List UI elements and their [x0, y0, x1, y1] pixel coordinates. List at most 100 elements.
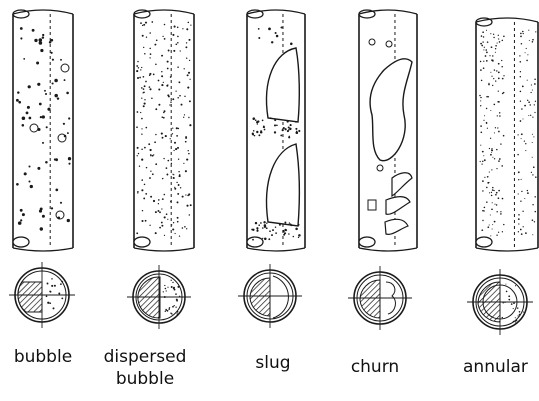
annular-film-bubble-dot: [494, 158, 495, 159]
annular-film-bubble-dot: [533, 136, 534, 137]
annular-film-bubble-dot: [490, 138, 491, 139]
annular-film-bubble-dot: [498, 38, 499, 39]
annular-film-bubble-dot: [534, 104, 535, 105]
slug-flow-illustration: [238, 10, 305, 328]
annular-section-bubble-dot: [515, 321, 516, 322]
bubble-bubble-dot: [40, 49, 43, 52]
annular-film-bubble-dot: [487, 176, 489, 178]
slug-bubble-dot: [290, 43, 293, 46]
annular-film-bubble-dot: [524, 140, 525, 141]
annular-film-bubble-dot: [492, 60, 494, 62]
dispersed-section-bubble-dot: [166, 290, 167, 291]
annular-film-bubble-dot: [521, 179, 522, 180]
bubble-section-bubble-dot: [49, 291, 50, 292]
annular-film-bubble-dot: [535, 176, 537, 178]
dispersed-bubble-dot: [186, 205, 188, 207]
annular-film-bubble-dot: [499, 41, 501, 43]
annular-film-bubble-dot: [483, 36, 484, 37]
annular-film-bubble-dot: [492, 187, 494, 189]
slug-bubble-dot: [280, 26, 282, 28]
dispersed-section-bubble-dot: [175, 293, 177, 295]
label-dispersed-bubble: dispersed bubble: [95, 346, 195, 390]
bubble-bubble-dot: [22, 213, 25, 216]
dispersed-bubble-dot: [141, 189, 143, 191]
dispersed-bubble-dot: [144, 53, 146, 55]
dispersed-bubble-dot: [143, 197, 145, 199]
dispersed-bubble-dot: [149, 177, 151, 179]
slug-wake-bubble-dot: [254, 135, 256, 137]
dispersed-bubble-dot: [162, 178, 163, 179]
annular-film-bubble-dot: [494, 221, 496, 223]
dispersed-pipe-walls: [134, 14, 194, 248]
annular-film-bubble-dot: [502, 231, 503, 232]
annular-film-bubble-dot: [498, 63, 500, 65]
annular-film-bubble-dot: [500, 213, 502, 215]
dispersed-bubble-dot: [150, 53, 152, 55]
annular-film-bubble-dot: [497, 115, 498, 116]
dispersed-bubble-dot: [166, 213, 168, 215]
annular-film-bubble-dot: [532, 157, 533, 158]
annular-film-bubble-dot: [494, 204, 495, 205]
annular-film-bubble-dot: [486, 52, 488, 54]
dispersed-bubble-dot: [154, 141, 156, 143]
dispersed-bubble-dot: [177, 193, 179, 195]
annular-film-bubble-dot: [527, 100, 528, 101]
bubble-bubble-dot: [45, 161, 48, 164]
dispersed-bubble-dot: [172, 133, 173, 134]
bubble-section-bubble-dot: [61, 298, 63, 300]
dispersed-bubble-dot: [162, 198, 164, 200]
dispersed-bubble-dot: [161, 84, 163, 86]
dispersed-section-bubble-dot: [171, 280, 172, 281]
dispersed-bubble-dot: [164, 235, 165, 236]
dispersed-bubble-dot: [142, 210, 143, 211]
annular-film-bubble-dot: [498, 190, 500, 192]
dispersed-bubble-dot: [137, 61, 139, 63]
bubble-large-bubble: [61, 64, 69, 72]
dispersed-bubble-dot: [148, 143, 150, 145]
bubble-bubble-dot: [42, 115, 45, 118]
annular-section-bubble-dot: [505, 284, 506, 285]
annular-film-bubble-dot: [532, 39, 534, 41]
dispersed-bubble-dot: [136, 70, 138, 72]
annular-film-bubble-dot: [521, 138, 522, 139]
annular-film-bubble-dot: [493, 190, 494, 191]
dispersed-bubble-dot: [172, 174, 173, 175]
annular-film-bubble-dot: [489, 55, 490, 56]
slug-bubble-dot: [258, 37, 260, 39]
dispersed-section-bubble-dot: [177, 286, 179, 288]
dispersed-bubble-dot: [137, 191, 139, 193]
dispersed-bubble-dot: [155, 64, 157, 66]
annular-film-bubble-dot: [498, 90, 499, 91]
dispersed-bubble-dot: [176, 182, 177, 183]
dispersed-section-bubble-dot: [175, 307, 176, 308]
slug-bubble-dot: [258, 28, 260, 30]
dispersed-bubble-dot: [173, 50, 175, 52]
annular-film-bubble-dot: [503, 92, 504, 93]
annular-film-bubble-dot: [492, 202, 493, 203]
label-dispersed-line1: dispersed: [95, 346, 195, 368]
bubble-bubble-dot: [52, 59, 54, 61]
churn-pipe-bottom-arc: [359, 248, 417, 251]
slug-wake-bubble-dot: [260, 130, 262, 132]
dispersed-bubble-dot: [186, 228, 187, 229]
annular-film-bubble-dot: [526, 48, 527, 49]
dispersed-bubble-dot: [189, 79, 190, 80]
annular-film-bubble-dot: [498, 160, 500, 162]
slug-wake-bubble-dot: [296, 131, 299, 134]
slug-wake-bubble-dot: [253, 117, 256, 120]
slug-wake-bubble-dot: [266, 222, 267, 223]
dispersed-bubble-dot: [176, 127, 178, 129]
slug-wake-bubble-dot: [269, 230, 271, 232]
annular-film-bubble-dot: [480, 125, 482, 127]
bubble-bubble-dot: [29, 117, 32, 120]
dispersed-bubble-dot: [184, 226, 186, 228]
annular-film-bubble-dot: [489, 224, 490, 225]
churn-pipe-bottom-cut: [359, 237, 375, 247]
annular-film-bubble-dot: [495, 194, 497, 196]
annular-film-bubble-dot: [525, 52, 526, 53]
annular-film-bubble-dot: [518, 179, 519, 180]
slug-wake-bubble-dot: [263, 221, 265, 223]
annular-section-bubble-dot: [517, 307, 518, 308]
annular-section-bubble-dot: [502, 317, 503, 318]
bubble-bubble-dot: [24, 172, 27, 175]
